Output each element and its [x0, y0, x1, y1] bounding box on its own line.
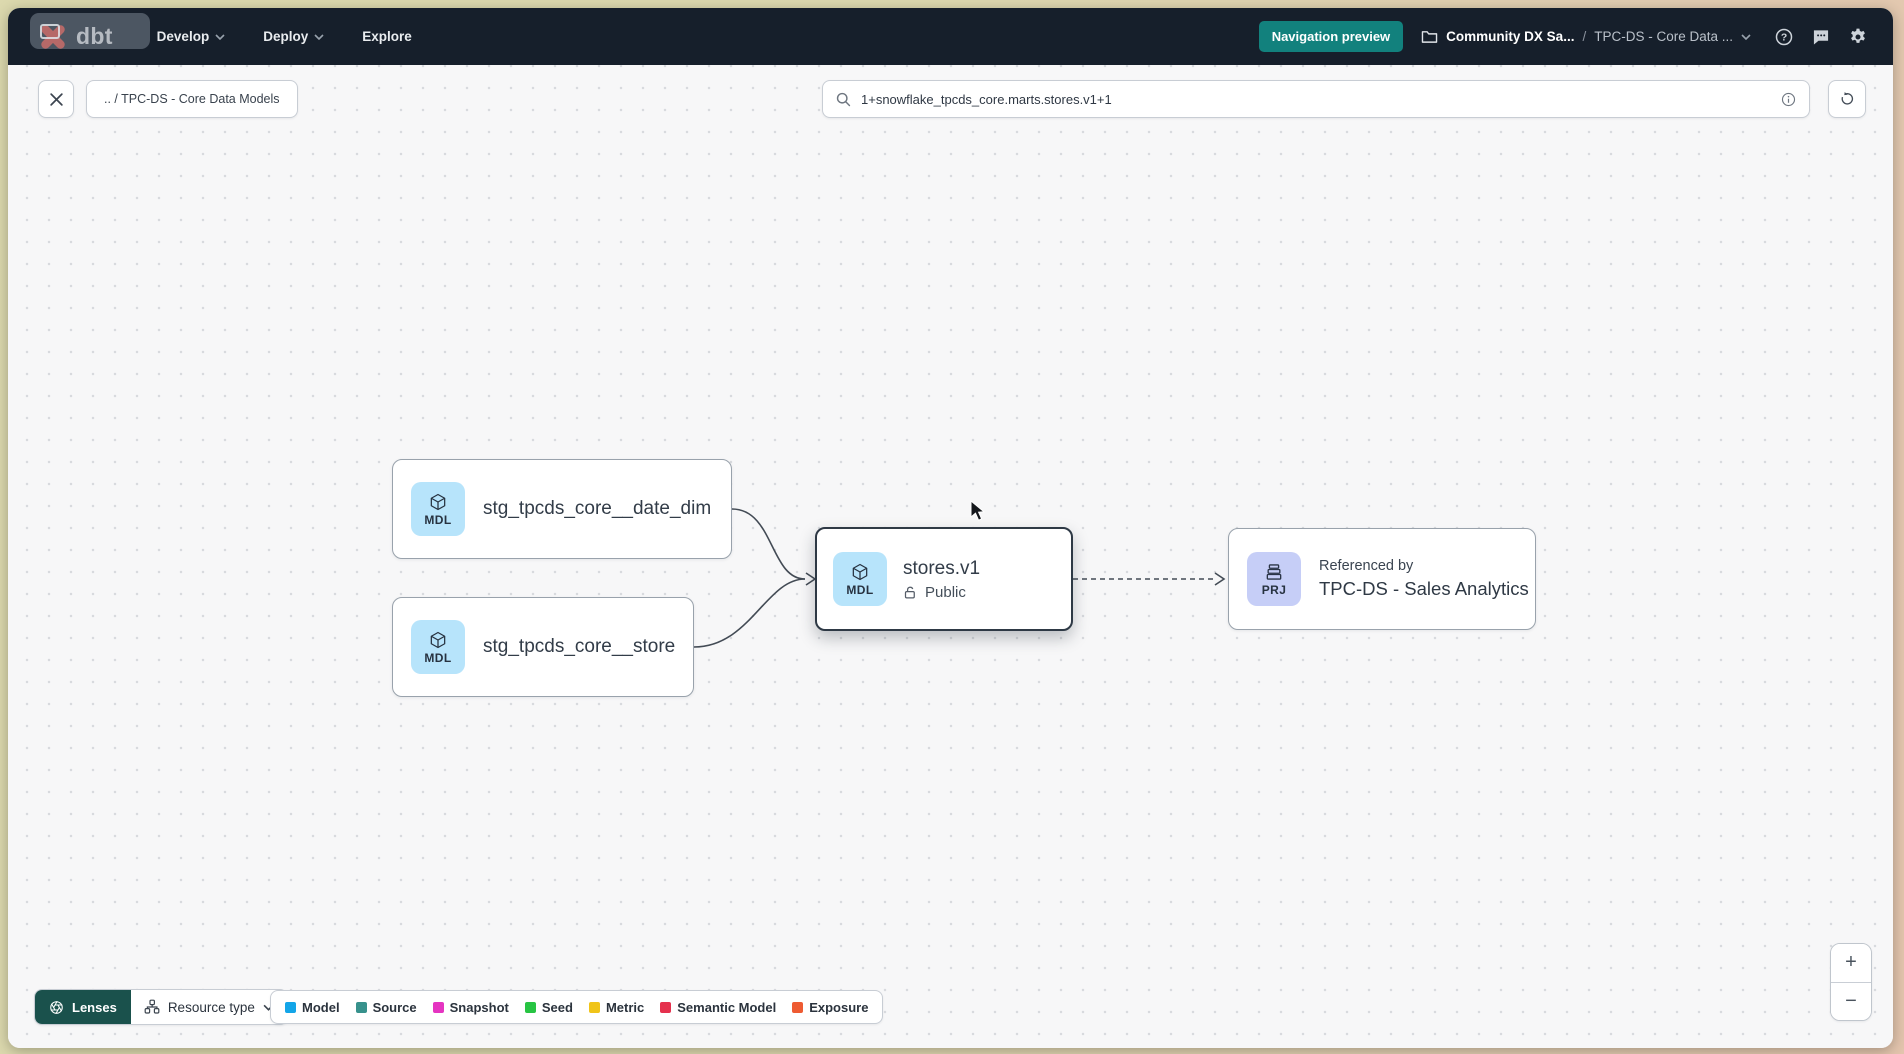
- breadcrumb[interactable]: Community DX Sa... / TPC-DS - Core Data …: [1421, 29, 1751, 44]
- nav-explore[interactable]: Explore: [362, 29, 412, 44]
- model-node-stg-tpcds-core-store[interactable]: MDL stg_tpcds_core__store: [392, 597, 694, 697]
- chevron-down-icon: [1741, 33, 1751, 40]
- legend-swatch: [792, 1001, 804, 1013]
- lenses-button[interactable]: Lenses: [35, 990, 131, 1024]
- resource-graph-icon: [144, 999, 160, 1014]
- breadcrumb-account: Community DX Sa...: [1446, 29, 1575, 44]
- legend-item-snapshot: Snapshot: [432, 999, 509, 1015]
- navbar-icon-group: ?: [1773, 26, 1869, 48]
- legend-item-source: Source: [355, 999, 417, 1015]
- breadcrumb-separator: /: [1582, 29, 1587, 44]
- lock-open-icon: [904, 586, 915, 599]
- node-access-label: Public: [925, 583, 966, 601]
- aperture-icon: [50, 1000, 63, 1014]
- resource-type-legend: Model Source Snapshot Seed Metric Semant…: [270, 990, 884, 1024]
- legend-swatch: [588, 1001, 600, 1013]
- project-node-sales-analytics[interactable]: PRJ Referenced by TPC-DS - Sales Analyti…: [1228, 528, 1536, 630]
- zoom-in-button[interactable]: +: [1831, 944, 1871, 982]
- legend-swatch: [660, 1001, 672, 1013]
- nav-develop[interactable]: Develop: [157, 29, 226, 44]
- legend-item-model: Model: [285, 1000, 340, 1015]
- search-icon: [836, 92, 851, 106]
- lineage-breadcrumb-text: .. / TPC-DS - Core Data Models: [104, 92, 280, 106]
- nav-deploy[interactable]: Deploy: [263, 29, 324, 44]
- folder-icon: [1421, 31, 1438, 43]
- gear-icon[interactable]: [1847, 26, 1869, 48]
- legend-item-metric: Metric: [588, 999, 645, 1015]
- legend-swatch: [355, 1001, 367, 1013]
- resource-type-label: Resource type: [167, 999, 255, 1015]
- legend-item-seed: Seed: [524, 999, 573, 1015]
- cube-icon: [430, 493, 446, 510]
- selector-search-input[interactable]: [861, 91, 1771, 107]
- window-icon: [40, 23, 60, 39]
- main-menu: Develop Deploy Explore: [157, 29, 412, 44]
- info-icon[interactable]: [1780, 91, 1797, 108]
- node-referenced-by-label: Referenced by: [1319, 558, 1414, 574]
- node-name: stg_tpcds_core__store: [483, 636, 676, 657]
- legend-label: Exposure: [809, 999, 869, 1015]
- model-node-stg-tpcds-core-date-dim[interactable]: MDL stg_tpcds_core__date_dim: [392, 459, 732, 559]
- refresh-lineage-button[interactable]: [1828, 80, 1866, 118]
- node-name: TPC-DS - Sales Analytics: [1319, 578, 1529, 599]
- navigation-preview-badge[interactable]: Navigation preview: [1258, 21, 1404, 52]
- legend-label: Snapshot: [449, 999, 509, 1015]
- close-lineage-button[interactable]: [38, 80, 74, 118]
- legend-label: Seed: [541, 999, 573, 1015]
- navbar-right: Navigation preview Community DX Sa... / …: [1258, 21, 1869, 52]
- node-type-label: PRJ: [1261, 582, 1287, 597]
- resource-type-dropdown[interactable]: Resource type: [130, 990, 287, 1024]
- legend-label: Source: [372, 999, 417, 1015]
- legend-label: Semantic Model: [677, 999, 777, 1015]
- legend-label: Metric: [605, 999, 645, 1015]
- close-icon: [49, 92, 63, 106]
- zoom-controls: + −: [1830, 943, 1872, 1021]
- legend-item-semantic-model: Semantic Model: [660, 1000, 776, 1015]
- lineage-breadcrumb-chip[interactable]: .. / TPC-DS - Core Data Models: [86, 80, 298, 118]
- node-access-row: Public: [903, 584, 980, 601]
- legend-item-exposure: Exposure: [792, 1000, 868, 1015]
- node-type-label: MDL: [846, 582, 874, 597]
- nav-deploy-label: Deploy: [263, 29, 309, 44]
- node-type-label: MDL: [424, 512, 452, 527]
- model-type-icon: MDL: [411, 482, 465, 536]
- chevron-down-icon: [314, 33, 324, 40]
- lenses-control-group: Lenses Resource type: [34, 989, 288, 1025]
- cube-icon: [852, 563, 868, 580]
- model-type-icon: MDL: [833, 552, 887, 606]
- help-icon[interactable]: ?: [1773, 26, 1795, 48]
- top-navbar: dbt Develop Deploy Explore Navigation pr…: [8, 8, 1893, 65]
- screen-share-artifact: [30, 13, 150, 49]
- model-type-icon: MDL: [411, 620, 465, 674]
- cube-icon: [430, 631, 446, 648]
- nav-explore-label: Explore: [362, 29, 412, 44]
- breadcrumb-project: TPC-DS - Core Data ...: [1594, 29, 1733, 44]
- node-name: stg_tpcds_core__date_dim: [483, 498, 712, 519]
- refresh-icon: [1841, 91, 1854, 105]
- node-type-label: MDL: [424, 650, 452, 665]
- svg-text:?: ?: [1781, 32, 1787, 43]
- lineage-canvas[interactable]: [8, 65, 1893, 1048]
- model-node-stores-v1-selected[interactable]: MDL stores.v1 Public: [815, 527, 1073, 631]
- legend-label: Model: [302, 999, 340, 1015]
- nav-develop-label: Develop: [156, 29, 210, 44]
- legend-swatch: [524, 1001, 536, 1013]
- legend-swatch: [285, 1001, 296, 1013]
- legend-swatch: [432, 1001, 444, 1013]
- lenses-label: Lenses: [72, 999, 117, 1015]
- node-name: stores.v1: [903, 557, 981, 579]
- project-type-icon: PRJ: [1247, 552, 1301, 606]
- lineage-search: [822, 80, 1810, 118]
- archive-stack-icon: [1266, 563, 1282, 580]
- app-window: dbt Develop Deploy Explore Navigation pr…: [8, 8, 1893, 1048]
- chevron-down-icon: [215, 33, 225, 40]
- zoom-out-button[interactable]: −: [1831, 982, 1871, 1020]
- divider: [1831, 981, 1871, 983]
- feedback-chat-icon[interactable]: [1810, 26, 1832, 48]
